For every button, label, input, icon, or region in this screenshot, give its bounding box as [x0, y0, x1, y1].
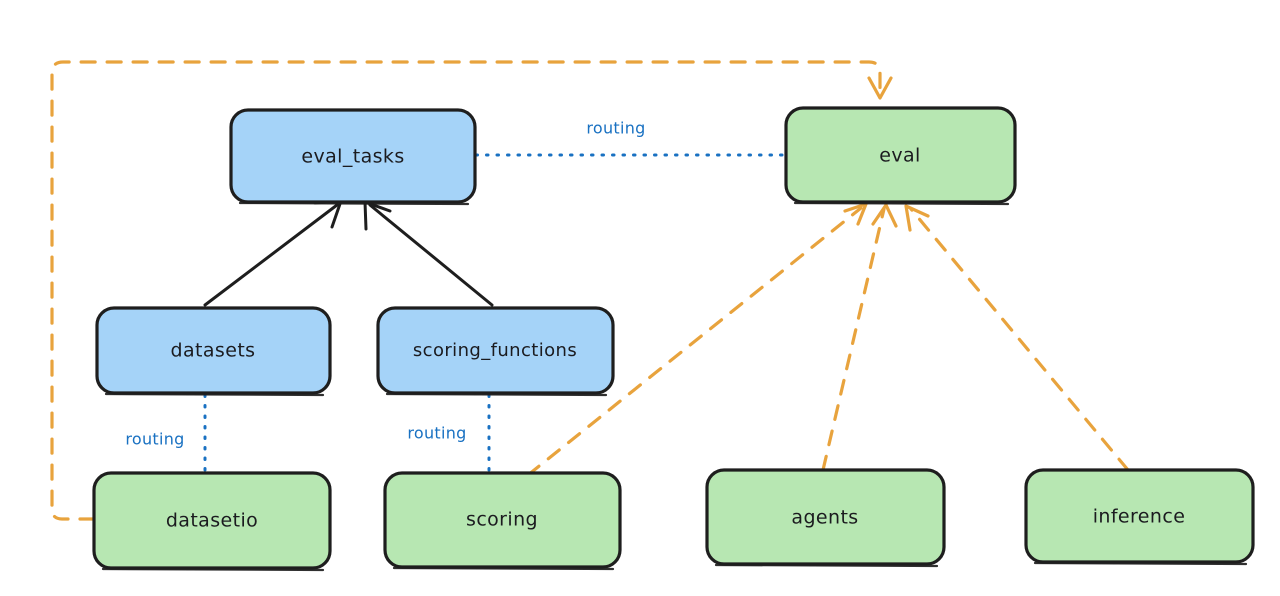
edge-agents-eval[interactable]	[821, 203, 898, 472]
node-label-eval: eval	[879, 145, 920, 167]
node-agents[interactable]: agents	[705, 468, 946, 568]
node-label-scoring: scoring	[466, 509, 538, 531]
node-label-scoring_functions: scoring_functions	[413, 340, 577, 361]
node-scoring[interactable]: scoring	[383, 471, 622, 571]
node-label-agents: agents	[791, 507, 858, 529]
node-label-inference: inference	[1093, 506, 1186, 528]
edge-label-routing-datasets-datasetio: routing	[125, 430, 184, 449]
routing-edges-group	[203, 153, 786, 473]
node-datasetio[interactable]: datasetio	[92, 471, 332, 572]
node-inference[interactable]: inference	[1024, 468, 1255, 566]
edge-scoring_functions-eval_tasks[interactable]	[363, 200, 494, 307]
node-scoring_functions[interactable]: scoring_functions	[376, 306, 615, 397]
node-label-datasetio: datasetio	[166, 510, 258, 532]
node-label-eval_tasks: eval_tasks	[301, 146, 404, 168]
inheritance-edges-group	[203, 199, 494, 307]
edge-label-routing-eval_tasks-eval: routing	[586, 119, 645, 138]
edge-inference-eval[interactable]	[904, 204, 1130, 472]
node-label-datasets: datasets	[171, 340, 256, 362]
node-eval_tasks[interactable]: eval_tasks	[229, 108, 477, 206]
dependency-edges-group	[50, 60, 1130, 521]
edge-datasets-eval_tasks[interactable]	[203, 199, 343, 307]
edge-label-routing-scoring_functions-scoring: routing	[407, 424, 466, 443]
edge-datasetio-eval[interactable]	[50, 60, 893, 521]
node-datasets[interactable]: datasets	[95, 306, 332, 397]
node-eval[interactable]: eval	[784, 106, 1017, 206]
nodes-group: eval_tasks eval datasets scoring_functio…	[92, 106, 1255, 572]
edge-labels-group: routing routing routing	[125, 119, 645, 449]
